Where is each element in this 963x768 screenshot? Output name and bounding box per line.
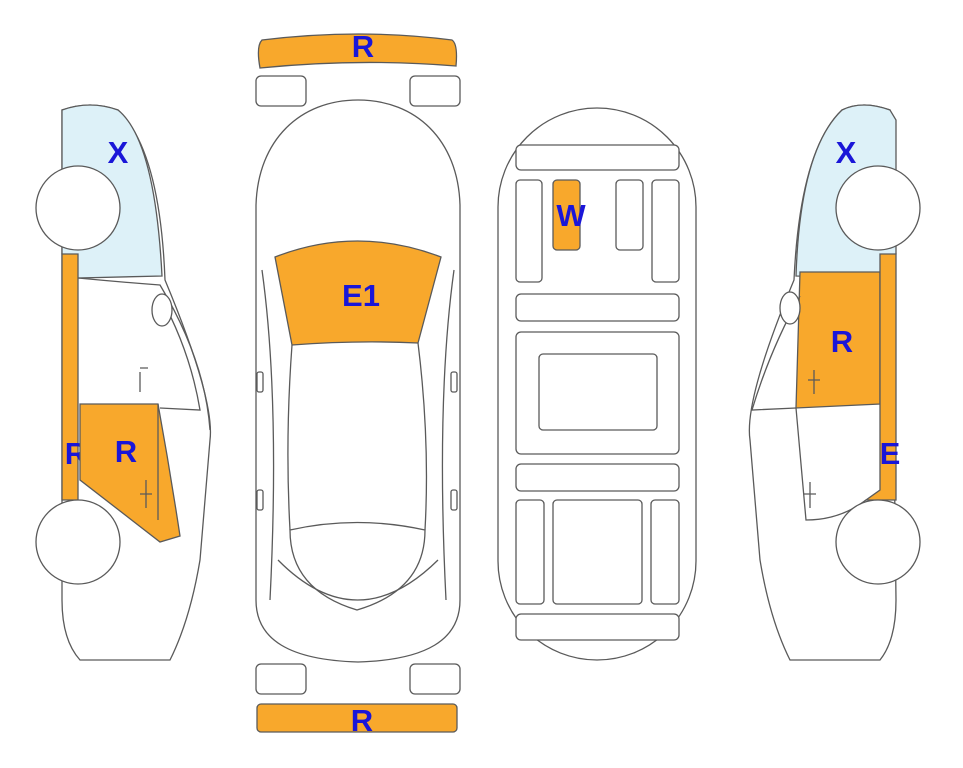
rear-view: R [255, 663, 461, 738]
left-front-wheel [35, 165, 121, 251]
right-front-wheel [835, 165, 921, 251]
left-roof-line [287, 344, 293, 531]
roof-panel[interactable] [552, 179, 581, 251]
rear-window [289, 521, 426, 611]
right-mirror-side [779, 291, 801, 325]
interior-front-strip [515, 144, 680, 171]
interior-rear-left [515, 499, 545, 605]
front-bumper-panel[interactable] [257, 33, 458, 69]
right-side-view: X R E [748, 104, 921, 661]
left-roof-curve [77, 277, 211, 431]
right-mirror [450, 371, 458, 393]
rear-bumper-panel[interactable] [256, 703, 458, 733]
right-rear-wheel [835, 499, 921, 585]
right-handle-bottom [804, 482, 816, 508]
left-handle [256, 489, 264, 511]
rear-bumper-mark: R [351, 703, 373, 738]
interior-view: W [497, 107, 697, 661]
left-handle-top [139, 367, 148, 392]
rear-right-light [409, 663, 461, 695]
interior-mid-box [615, 179, 644, 251]
left-rear-wheel [35, 499, 121, 585]
interior-strip-2 [515, 293, 680, 322]
left-mirror-side [151, 293, 173, 327]
right-handle-top [808, 370, 820, 394]
right-side-line [441, 269, 455, 601]
interior-center-box [538, 353, 658, 431]
front-bumper-mark: R [352, 29, 374, 64]
interior-left-box [515, 179, 543, 283]
right-door-panel[interactable] [795, 271, 881, 409]
left-door-panel[interactable] [79, 403, 181, 543]
left-mirror [256, 371, 264, 393]
front-view: R [255, 29, 461, 107]
top-view: E1 [255, 99, 461, 663]
left-door-mark: R [115, 434, 137, 469]
interior-rear-right [650, 499, 680, 605]
roof-mark: W [556, 198, 586, 233]
interior-rear-center [552, 499, 643, 605]
hood-mark: E1 [342, 278, 380, 313]
front-left-light [255, 75, 307, 107]
interior-strip-3 [515, 463, 680, 492]
right-roof-line [417, 342, 428, 531]
left-windshield-mark: X [108, 135, 129, 170]
front-right-light [409, 75, 461, 107]
left-side-line [261, 269, 275, 601]
trunk-line [277, 559, 439, 601]
car-body-top [255, 99, 461, 663]
right-door-mark: R [831, 324, 853, 359]
left-handle-bottom [140, 480, 152, 508]
interior-right-box [651, 179, 680, 283]
right-pillar-mark: E [880, 436, 901, 471]
right-windshield-mark: X [836, 135, 857, 170]
hood-panel[interactable] [274, 240, 442, 346]
right-handle [450, 489, 458, 511]
rear-left-light [255, 663, 307, 695]
interior-rear-strip [515, 613, 680, 641]
left-side-view: X R R [35, 104, 212, 661]
